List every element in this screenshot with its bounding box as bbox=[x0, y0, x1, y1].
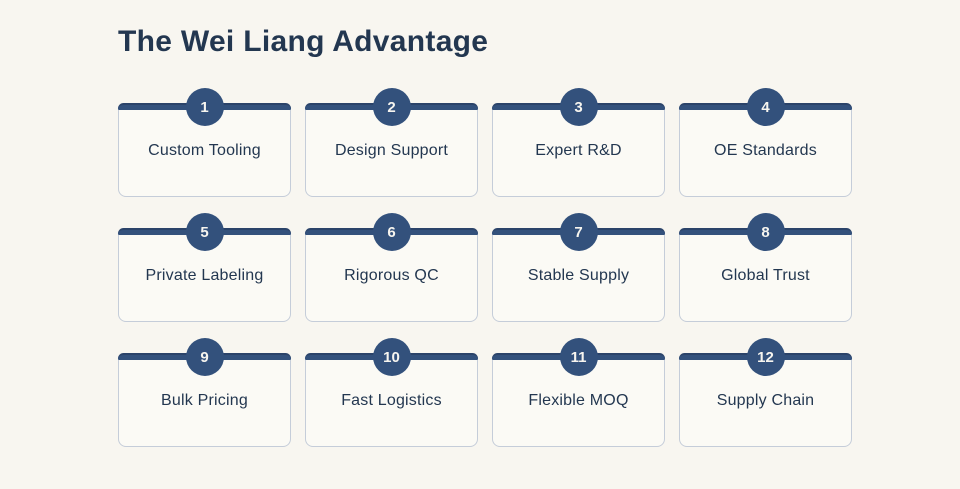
card-label: Private Labeling bbox=[145, 267, 264, 284]
card-label: Custom Tooling bbox=[148, 142, 261, 159]
card-number-badge: 7 bbox=[559, 213, 598, 251]
advantage-card-8: 8 Global Trust bbox=[679, 213, 852, 322]
card-label: Bulk Pricing bbox=[161, 392, 248, 409]
card-label: Fast Logistics bbox=[341, 392, 442, 409]
advantage-card-1: 1 Custom Tooling bbox=[118, 88, 291, 197]
page-title: The Wei Liang Advantage bbox=[118, 25, 489, 58]
card-number-badge: 2 bbox=[372, 88, 411, 126]
card-label: Rigorous QC bbox=[344, 267, 439, 284]
advantage-card-5: 5 Private Labeling bbox=[118, 213, 291, 322]
advantage-card-6: 6 Rigorous QC bbox=[305, 213, 478, 322]
card-label: Design Support bbox=[334, 142, 449, 159]
card-number-badge: 3 bbox=[559, 88, 598, 126]
advantage-card-2: 2 Design Support bbox=[305, 88, 478, 197]
advantage-card-10: 10 Fast Logistics bbox=[305, 338, 478, 447]
card-number-badge: 6 bbox=[372, 213, 411, 251]
card-number-badge: 11 bbox=[559, 338, 598, 376]
advantage-card-4: 4 OE Standards bbox=[679, 88, 852, 197]
card-number-badge: 10 bbox=[372, 338, 411, 376]
card-label: Global Trust bbox=[721, 267, 810, 284]
advantage-card-7: 7 Stable Supply bbox=[492, 213, 665, 322]
card-label: OE Standards bbox=[714, 142, 817, 159]
card-label: Expert R&D bbox=[535, 142, 622, 159]
card-number-badge: 4 bbox=[746, 88, 785, 126]
card-label: Flexible MOQ bbox=[528, 392, 629, 409]
advantage-grid: 1 Custom Tooling 2 Design Support 3 Expe… bbox=[118, 88, 960, 447]
card-label: Stable Supply bbox=[527, 267, 630, 284]
card-number-badge: 1 bbox=[185, 88, 224, 126]
advantage-card-11: 11 Flexible MOQ bbox=[492, 338, 665, 447]
card-number-badge: 8 bbox=[746, 213, 785, 251]
advantage-card-12: 12 Supply Chain bbox=[679, 338, 852, 447]
card-label: Supply Chain bbox=[716, 392, 815, 409]
advantage-card-3: 3 Expert R&D bbox=[492, 88, 665, 197]
card-number-badge: 9 bbox=[185, 338, 224, 376]
advantage-card-9: 9 Bulk Pricing bbox=[118, 338, 291, 447]
card-number-badge: 12 bbox=[746, 338, 785, 376]
advantage-section: The Wei Liang Advantage 1 Custom Tooling… bbox=[118, 25, 960, 447]
card-number-badge: 5 bbox=[185, 213, 224, 251]
